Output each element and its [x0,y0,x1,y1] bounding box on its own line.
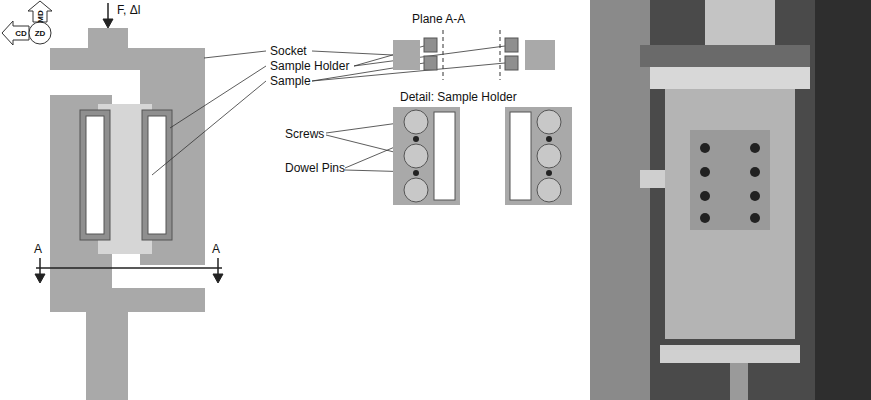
part-name: Dowel Pins [285,161,345,175]
holder-detail [393,107,572,205]
photograph [590,0,871,400]
fixture-schematic [50,28,205,400]
section-mark: A [212,242,220,256]
part-name: Sample Holder [270,59,349,73]
section-mark: A [34,242,42,256]
part-name: Sample [270,74,311,88]
part-name: Screws [285,127,324,141]
force-arrow [103,3,113,28]
force-label: F, Δl [117,3,140,17]
direction-label: MD [35,10,44,22]
section-line [35,258,223,283]
orientation-symbol [2,1,52,45]
section-view [393,30,555,80]
view-title: Detail: Sample Holder [400,90,517,104]
part-name: Socket [270,44,307,58]
view-title: Plane A-A [412,12,465,26]
direction-label: CD [15,29,27,38]
direction-label: ZD [35,29,46,38]
